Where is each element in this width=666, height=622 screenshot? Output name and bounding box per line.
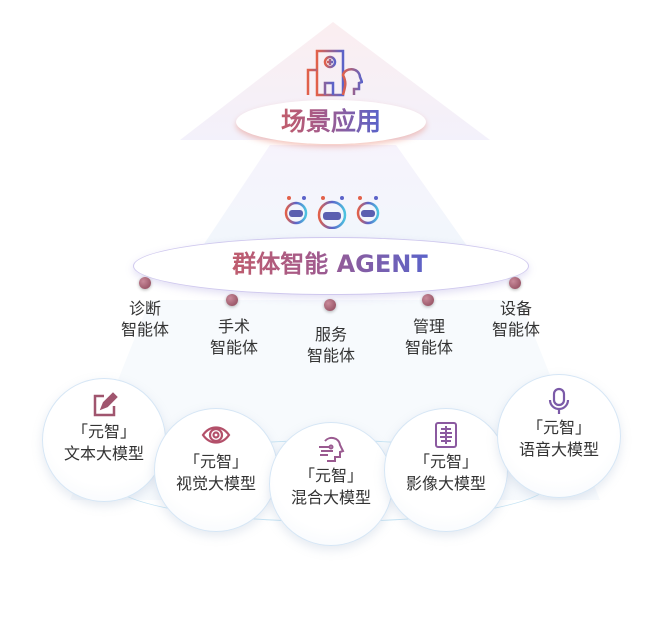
model-speech[interactable]: 「元智」语音大模型 [497, 374, 621, 498]
agent-item-service: 服务智能体 [306, 325, 355, 365]
agent-dot [509, 277, 521, 289]
agent-dot [139, 277, 151, 289]
agent-item-diagnosis: 诊断智能体 [120, 299, 169, 339]
edit-icon [93, 392, 118, 417]
model-hybrid[interactable]: 「元智」混合大模型 [269, 422, 393, 546]
eye-icon [201, 426, 231, 444]
model-vision[interactable]: 「元智」视觉大模型 [154, 408, 278, 532]
agent-item-surgery: 手术智能体 [209, 317, 258, 357]
agent-title: 群体智能 AGENT [133, 247, 527, 281]
agent-item-management: 管理智能体 [404, 317, 453, 357]
xray-icon [435, 422, 457, 448]
scene-ellipse [236, 100, 426, 144]
agent-item-device: 设备智能体 [491, 299, 540, 339]
agent-dot [226, 294, 238, 306]
agent-dot [422, 294, 434, 306]
robots-icon [284, 196, 380, 229]
hospital-person-icon [306, 49, 363, 97]
brain-head-icon [319, 436, 345, 462]
microphone-icon [548, 387, 570, 414]
model-text[interactable]: 「元智」文本大模型 [42, 378, 166, 502]
scene-title: 场景应用 [236, 104, 426, 140]
agent-dot [324, 299, 336, 311]
model-imaging[interactable]: 「元智」影像大模型 [384, 408, 508, 532]
agent-ellipse [133, 237, 529, 295]
